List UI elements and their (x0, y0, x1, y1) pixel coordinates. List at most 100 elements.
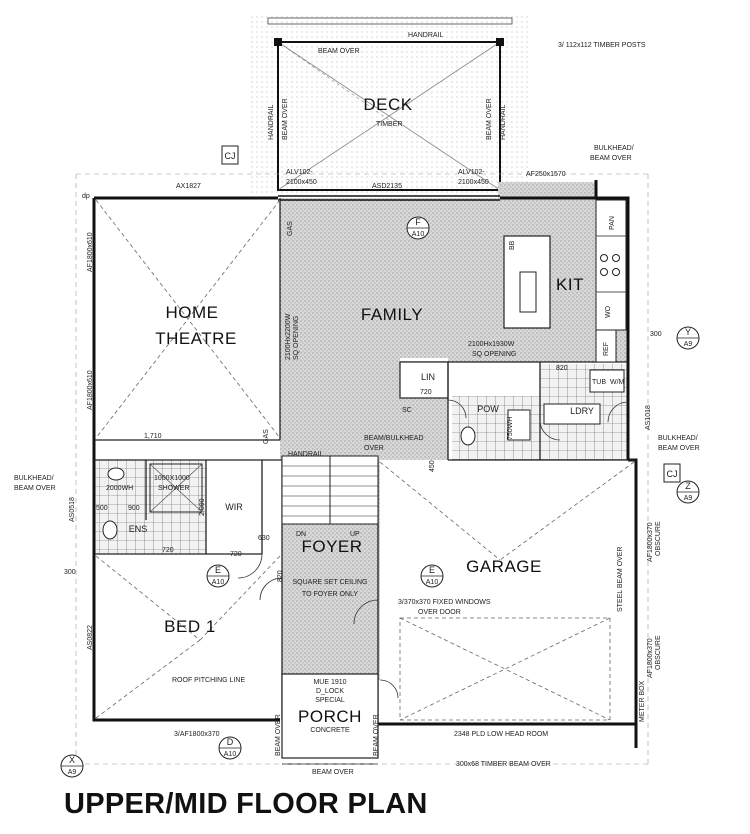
kitchen-bench (503, 199, 627, 363)
tiled-areas (94, 364, 628, 554)
cj-right-marker: CJ (667, 469, 678, 479)
svg-text:A9: A9 (684, 495, 693, 502)
svg-text:WO: WO (605, 305, 612, 318)
svg-text:PAN: PAN (609, 216, 616, 230)
svg-text:BEAM OVER: BEAM OVER (318, 48, 360, 55)
svg-text:Y: Y (685, 327, 691, 337)
svg-text:AF1800x370: AF1800x370 (647, 522, 654, 562)
svg-text:CONCRETE: CONCRETE (310, 727, 350, 734)
svg-text:300: 300 (64, 569, 76, 576)
svg-text:720: 720 (162, 547, 174, 554)
svg-text:HANDRAIL: HANDRAIL (500, 104, 507, 140)
svg-text:AF250x1570: AF250x1570 (526, 171, 566, 178)
deck-area (250, 13, 528, 195)
svg-text:BEAM OVER: BEAM OVER (373, 714, 380, 756)
family-label: FAMILY (361, 305, 423, 324)
kit-label: KIT (556, 275, 584, 294)
svg-text:1,710: 1,710 (144, 433, 162, 440)
svg-text:AF1800x610: AF1800x610 (87, 370, 94, 410)
svg-text:2100x450: 2100x450 (458, 179, 489, 186)
svg-text:BEAM OVER: BEAM OVER (486, 98, 493, 140)
theatre-label: THEATRE (155, 329, 237, 348)
svg-text:SQ OPENING: SQ OPENING (472, 351, 516, 358)
annotations: HANDRAIL BEAM OVER 3/ 112x112 TIMBER POS… (14, 32, 700, 776)
svg-text:630: 630 (258, 535, 270, 542)
svg-text:BEAM/BULKHEAD: BEAM/BULKHEAD (364, 435, 424, 442)
svg-text:BEAM OVER: BEAM OVER (282, 98, 289, 140)
svg-text:D_LOCK: D_LOCK (316, 688, 344, 695)
svg-text:TUB: TUB (592, 379, 606, 386)
svg-text:W/M: W/M (610, 379, 625, 386)
roof-lines (75, 173, 649, 765)
svg-text:ALV102-: ALV102- (458, 169, 485, 176)
svg-text:OBSCURE: OBSCURE (655, 635, 662, 670)
room-labels: DECK TIMBER HOME THEATRE FAMILY KIT LIN … (129, 95, 594, 726)
svg-text:E: E (215, 565, 221, 575)
svg-text:SHOWER: SHOWER (158, 485, 190, 492)
svg-text:D: D (227, 737, 234, 747)
lin-label: LIN (421, 372, 435, 382)
svg-text:820: 820 (556, 365, 568, 372)
svg-text:500: 500 (96, 505, 108, 512)
deck-label: DECK (363, 95, 412, 114)
svg-text:3/AF1800x370: 3/AF1800x370 (174, 731, 220, 738)
svg-text:2100Hx2200W: 2100Hx2200W (285, 313, 292, 360)
svg-text:HANDRAIL: HANDRAIL (288, 451, 324, 458)
door-swings (237, 399, 629, 699)
svg-text:300: 300 (650, 331, 662, 338)
svg-text:BB: BB (509, 240, 516, 250)
svg-text:900: 900 (128, 505, 140, 512)
svg-text:BULKHEAD/: BULKHEAD/ (14, 475, 54, 482)
svg-text:ALV102-: ALV102- (286, 169, 313, 176)
svg-text:450: 450 (429, 460, 436, 472)
svg-text:X: X (69, 755, 75, 765)
foyer-label: FOYER (301, 537, 362, 556)
bathroom-fixtures (102, 369, 625, 540)
svg-text:AS0518: AS0518 (69, 497, 76, 522)
svg-text:ASD2135: ASD2135 (372, 183, 402, 190)
wir-label: WIR (225, 502, 243, 512)
svg-text:AS1018: AS1018 (645, 405, 652, 430)
svg-text:BULKHEAD/: BULKHEAD/ (594, 145, 634, 152)
svg-text:DN: DN (296, 531, 306, 538)
svg-text:F: F (415, 217, 421, 227)
svg-text:HANDRAIL: HANDRAIL (408, 32, 444, 39)
svg-text:METER BOX: METER BOX (639, 680, 646, 722)
svg-text:2348 PLD LOW HEAD ROOM: 2348 PLD LOW HEAD ROOM (454, 731, 548, 738)
svg-text:OVER DOOR: OVER DOOR (418, 609, 461, 616)
plan-title: UPPER/MID FLOOR PLAN (64, 788, 428, 820)
pow-label: POW (477, 404, 499, 414)
svg-text:AF1800x610: AF1800x610 (87, 232, 94, 272)
svg-text:3/370x370 FIXED WINDOWS: 3/370x370 FIXED WINDOWS (398, 599, 491, 606)
svg-text:BULKHEAD/: BULKHEAD/ (658, 435, 698, 442)
svg-text:2100x450: 2100x450 (286, 179, 317, 186)
svg-text:AS0822: AS0822 (87, 625, 94, 650)
svg-text:GAS: GAS (263, 429, 270, 444)
svg-text:2100Hx1930W: 2100Hx1930W (468, 341, 515, 348)
svg-text:OBSCURE: OBSCURE (655, 521, 662, 556)
svg-text:A10: A10 (212, 579, 225, 586)
svg-text:A9: A9 (68, 769, 77, 776)
svg-text:820: 820 (277, 570, 284, 582)
svg-text:BEAM OVER: BEAM OVER (14, 485, 56, 492)
svg-text:STEEL BEAM OVER: STEEL BEAM OVER (617, 547, 624, 612)
svg-text:BEAM OVER: BEAM OVER (590, 155, 632, 162)
svg-text:HANDRAIL: HANDRAIL (268, 104, 275, 140)
svg-text:AF1800x370: AF1800x370 (647, 638, 654, 678)
svg-text:A10: A10 (426, 579, 439, 586)
svg-text:TO FOYER ONLY: TO FOYER ONLY (302, 591, 358, 598)
svg-text:BEAM OVER: BEAM OVER (658, 445, 700, 452)
svg-text:1000X1000: 1000X1000 (154, 475, 190, 482)
svg-text:ROOF PITCHING LINE: ROOF PITCHING LINE (172, 677, 245, 684)
svg-text:OVER: OVER (364, 445, 384, 452)
svg-text:720: 720 (230, 551, 242, 558)
cj-top-marker: CJ (225, 151, 236, 161)
garage-label: GARAGE (466, 557, 542, 576)
svg-text:GAS: GAS (287, 221, 294, 236)
svg-text:MUE 1910: MUE 1910 (313, 679, 346, 686)
svg-text:300x68 TIMBER BEAM OVER: 300x68 TIMBER BEAM OVER (456, 761, 551, 768)
svg-text:A9: A9 (684, 341, 693, 348)
marker-labels: CJ CJ F A10 Y A9 Z A9 E A10 E A10 D A10 … (68, 151, 693, 776)
svg-text:2,090: 2,090 (199, 498, 206, 516)
